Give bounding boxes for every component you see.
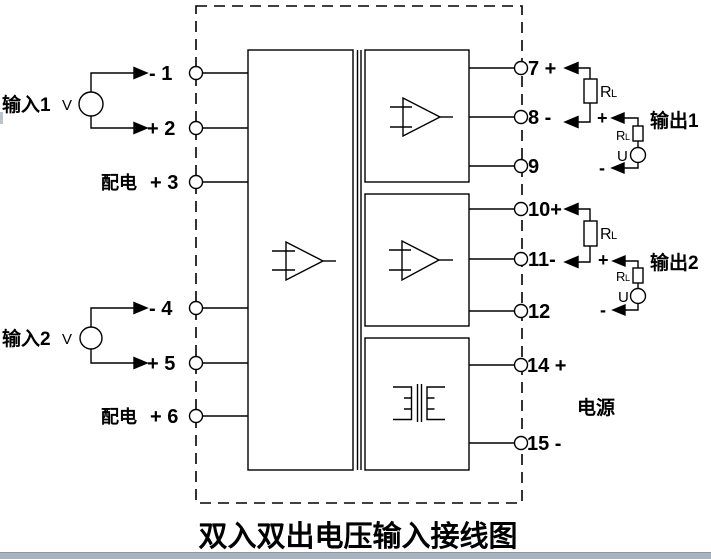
terminal-7-label: 7 + <box>528 58 556 80</box>
terminal-9-label: 9 <box>528 156 539 178</box>
terminal-12-label: 12 <box>528 301 550 323</box>
terminal-6-label: + 6 <box>150 406 178 428</box>
arrow-right-icon <box>133 356 149 370</box>
output2-load-circuit <box>563 202 647 317</box>
input2-source-circuit <box>79 301 149 370</box>
amplifier-icon <box>390 96 453 138</box>
load-resistor-icon <box>583 220 598 247</box>
voltage-source-icon <box>79 326 103 350</box>
meter-minus-label: - <box>599 158 605 178</box>
terminal-10-label: 10+ <box>528 199 562 221</box>
voltage-source-icon <box>78 91 104 117</box>
amplifier-icon <box>389 239 453 282</box>
terminal-5-circle <box>188 355 204 371</box>
terminal-5-label: + 5 <box>147 353 175 375</box>
arrow-left-icon <box>610 161 625 175</box>
meter-plus-label: + <box>597 108 608 128</box>
terminal-7-circle <box>513 60 529 76</box>
terminal-11-label: 11- <box>528 249 556 271</box>
input2-aux-label: 配电 <box>101 406 137 427</box>
terminal-1-circle <box>188 65 204 81</box>
meter-minus-label: - <box>600 300 606 320</box>
load-resistor-label-l: L <box>611 230 617 242</box>
output1-amp-block <box>364 49 470 183</box>
screen-edge-artifact <box>0 112 3 124</box>
arrow-left-icon <box>563 61 579 75</box>
load-resistor-label-r: R <box>600 84 612 101</box>
meter-resistor-label-l: L <box>625 273 630 283</box>
amplifier-icon <box>272 240 336 282</box>
arrow-left-icon <box>610 111 625 125</box>
load-resistor-label-l: L <box>611 88 617 100</box>
meter-resistor-label-r: R <box>616 269 625 284</box>
input1-source-label: V <box>62 97 72 114</box>
output2-label: 输出2 <box>650 251 699 274</box>
terminal-4-circle <box>188 300 204 316</box>
terminal-9-circle <box>513 158 529 174</box>
input-conditioning-block <box>247 49 354 471</box>
output1-label: 输出1 <box>650 109 699 132</box>
arrow-left-icon <box>611 303 626 317</box>
terminal-15-circle <box>513 435 529 451</box>
terminal-8-label: 8 - <box>528 107 551 129</box>
arrow-left-icon <box>563 202 579 216</box>
meter-resistor-label-r: R <box>616 128 625 143</box>
arrow-right-icon <box>133 301 149 315</box>
terminal-3-circle <box>188 174 204 190</box>
terminal-2-circle <box>188 120 204 136</box>
load-resistor-icon <box>583 78 598 104</box>
transformer-icon <box>393 384 445 422</box>
input1-label: 输入1 <box>2 93 51 116</box>
module-dashed-boundary <box>195 5 523 504</box>
input1-source-circuit <box>78 66 149 135</box>
voltmeter-label: U <box>618 289 629 306</box>
terminal-11-circle <box>513 251 529 267</box>
output2-amp-block <box>364 193 470 327</box>
load-resistor-label-r: R <box>600 226 612 243</box>
output1-load-circuit <box>563 61 647 175</box>
terminal-12-circle <box>513 303 529 319</box>
input2-source-label: V <box>62 331 72 348</box>
terminal-14-label: 14 + <box>527 355 566 377</box>
input2-label: 输入2 <box>2 327 51 350</box>
voltmeter-icon <box>629 287 647 305</box>
arrow-right-icon <box>133 66 149 80</box>
meter-resistor-icon <box>632 125 644 142</box>
terminal-1-label: - 1 <box>149 63 172 85</box>
terminal-2-label: + 2 <box>147 118 175 140</box>
terminal-14-circle <box>513 357 529 373</box>
input1-aux-label: 配电 <box>101 172 137 193</box>
voltmeter-icon <box>629 146 647 164</box>
meter-plus-label: + <box>598 250 609 270</box>
meter-resistor-icon <box>632 267 644 284</box>
meter-resistor-label-l: L <box>625 132 630 142</box>
terminal-4-label: - 4 <box>149 298 173 320</box>
diagram-title: 双入双出电压输入接线图 <box>198 519 517 553</box>
terminal-15-label: 15 - <box>527 433 561 455</box>
terminal-6-circle <box>188 408 204 424</box>
power-label: 电源 <box>577 396 615 419</box>
window-bottom-bar <box>0 552 711 559</box>
terminal-8-circle <box>513 109 529 125</box>
terminal-3-label: + 3 <box>150 172 178 194</box>
arrow-left-icon <box>611 254 626 268</box>
arrow-right-icon <box>133 121 149 135</box>
terminal-10-circle <box>513 201 529 217</box>
arrow-left-icon <box>563 255 579 269</box>
voltmeter-label: U <box>617 148 628 165</box>
arrow-left-icon <box>563 115 579 129</box>
